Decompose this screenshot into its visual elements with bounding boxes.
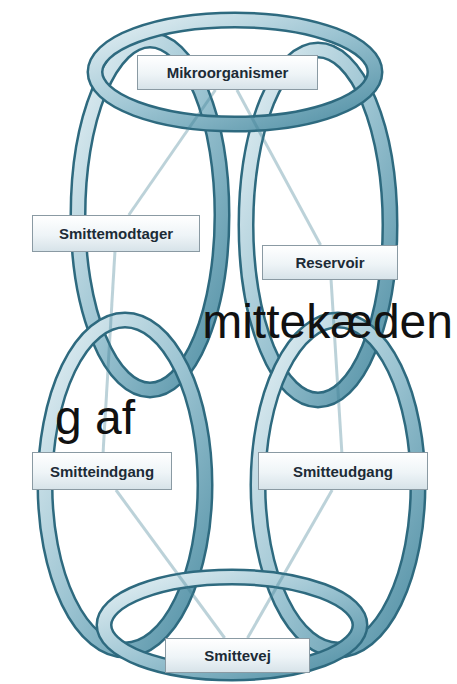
chain-link [129,90,216,215]
node-label: Smittemodtager [59,225,173,242]
node-label: Smitteindgang [50,463,154,480]
node-label: Reservoir [295,254,364,271]
chain-label-box: Mikroorganismer [137,55,318,90]
node-label: Smittevej [204,647,271,664]
title-fragment: mittekæden [202,296,453,349]
title-fragment: g af [55,392,135,445]
node-label: Mikroorganismer [167,64,289,81]
ring [95,20,375,124]
chain-label-box: Smittevej [165,638,310,673]
chain-link [237,90,321,245]
chain-link [248,490,333,638]
chain-label-box: Reservoir [262,245,398,280]
ring [104,577,360,673]
chain-label-box: Smitteindgang [32,452,172,490]
chain-label-box: Smittemodtager [32,215,200,252]
chain-link [116,490,225,638]
ring [95,20,375,124]
ring [104,577,360,673]
chain-label-box: Smitteudgang [258,452,428,490]
node-label: Smitteudgang [293,463,393,480]
